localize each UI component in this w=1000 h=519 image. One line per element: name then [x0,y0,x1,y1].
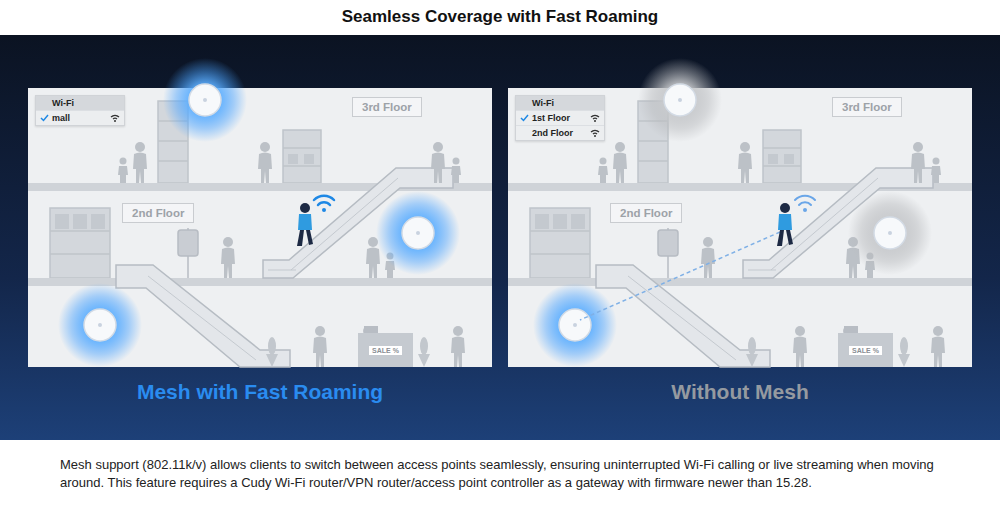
access-point [664,84,696,116]
access-point-glow [163,58,247,142]
wifi-signal-icon [799,202,811,205]
access-point-glow [638,58,722,142]
floor-name: 3rd Floor [842,100,892,114]
weak-link-line [580,232,780,320]
panel-heading: Without Mesh [508,380,972,404]
wifi-icon [591,115,599,117]
user-on-escalator [780,203,790,213]
wifi-icon [111,115,119,117]
floor-label: 2nd Floor [610,203,682,223]
network-list-header: Wi-Fi [516,96,604,110]
access-point-glow [533,283,617,367]
access-point-led [203,98,207,102]
user-on-escalator [777,230,793,246]
wifi-icon [110,114,120,122]
wifi-signal-icon [314,196,334,205]
access-point [189,84,221,116]
check-mark [521,115,528,121]
user-on-escalator [297,230,313,246]
access-point-led [98,323,102,327]
wifi-icon [590,114,600,122]
wifi-icon [114,120,116,122]
network-name: 2nd Floor [516,125,604,140]
left-scene [28,88,492,367]
wifi-signal-icon [314,196,334,200]
wifi-icon [113,118,117,120]
user-on-escalator [300,203,310,213]
access-point-glow [848,191,932,275]
panel-heading: Mesh with Fast Roaming [28,380,492,404]
access-point-led [573,323,577,327]
wifi-signal-icon [322,208,326,212]
illustration-panel: Wi-Fimall3rd Floor2nd FloorMesh with Fas… [28,88,492,367]
network-name: 1st Floor [516,110,604,125]
wifi-icon [591,130,599,132]
wifi-icon [590,129,600,137]
caption: Mesh support (802.11k/v) allows clients … [60,456,960,492]
wifi-signal-icon [318,202,330,205]
floor-label: 3rd Floor [352,97,422,117]
access-point-led [888,231,892,235]
page-title: Seamless Coverage with Fast Roaming [0,7,1000,27]
wifi-signal-icon [795,196,815,205]
wifi-icon [593,133,597,135]
check-mark [40,114,49,122]
access-point [84,309,116,341]
dark-band [0,35,1000,440]
check-mark [41,115,48,121]
right-scene [508,88,972,367]
access-point-glow [58,58,932,367]
user-on-escalator [298,214,312,230]
access-point-glow [376,191,460,275]
floor-label: 2nd Floor [122,203,194,223]
illustration-panel: Wi-Fi1st Floor2nd Floor3rd Floor2nd Floo… [508,88,972,367]
user-on-escalator [297,203,793,246]
access-point-glow [58,283,142,367]
access-point [84,84,906,341]
floor-name: 2nd Floor [132,206,184,220]
wifi-icon [593,118,597,120]
wifi-network-list: Wi-Fimall [35,95,125,126]
access-point-led [678,98,682,102]
floor-label: 3rd Floor [832,97,902,117]
wifi-signal-icon [803,208,807,212]
access-point-led [98,98,892,327]
wifi-icon [594,135,596,137]
user-on-escalator [778,214,792,230]
floor-name: 3rd Floor [362,100,412,114]
network-name: mall [36,110,124,125]
wifi-signal-icon [314,196,815,212]
network-list-header: Wi-Fi [36,96,124,110]
access-point [874,217,906,249]
sale-sign: SALE % [849,346,882,355]
wifi-icon [594,120,596,122]
access-point [402,217,434,249]
access-point [559,309,591,341]
access-point-led [416,231,420,235]
wifi-network-list: Wi-Fi1st Floor2nd Floor [515,95,605,141]
check-mark [520,114,529,122]
floor-name: 2nd Floor [620,206,672,220]
wifi-signal-icon [795,196,815,200]
sale-sign: SALE % [369,346,402,355]
